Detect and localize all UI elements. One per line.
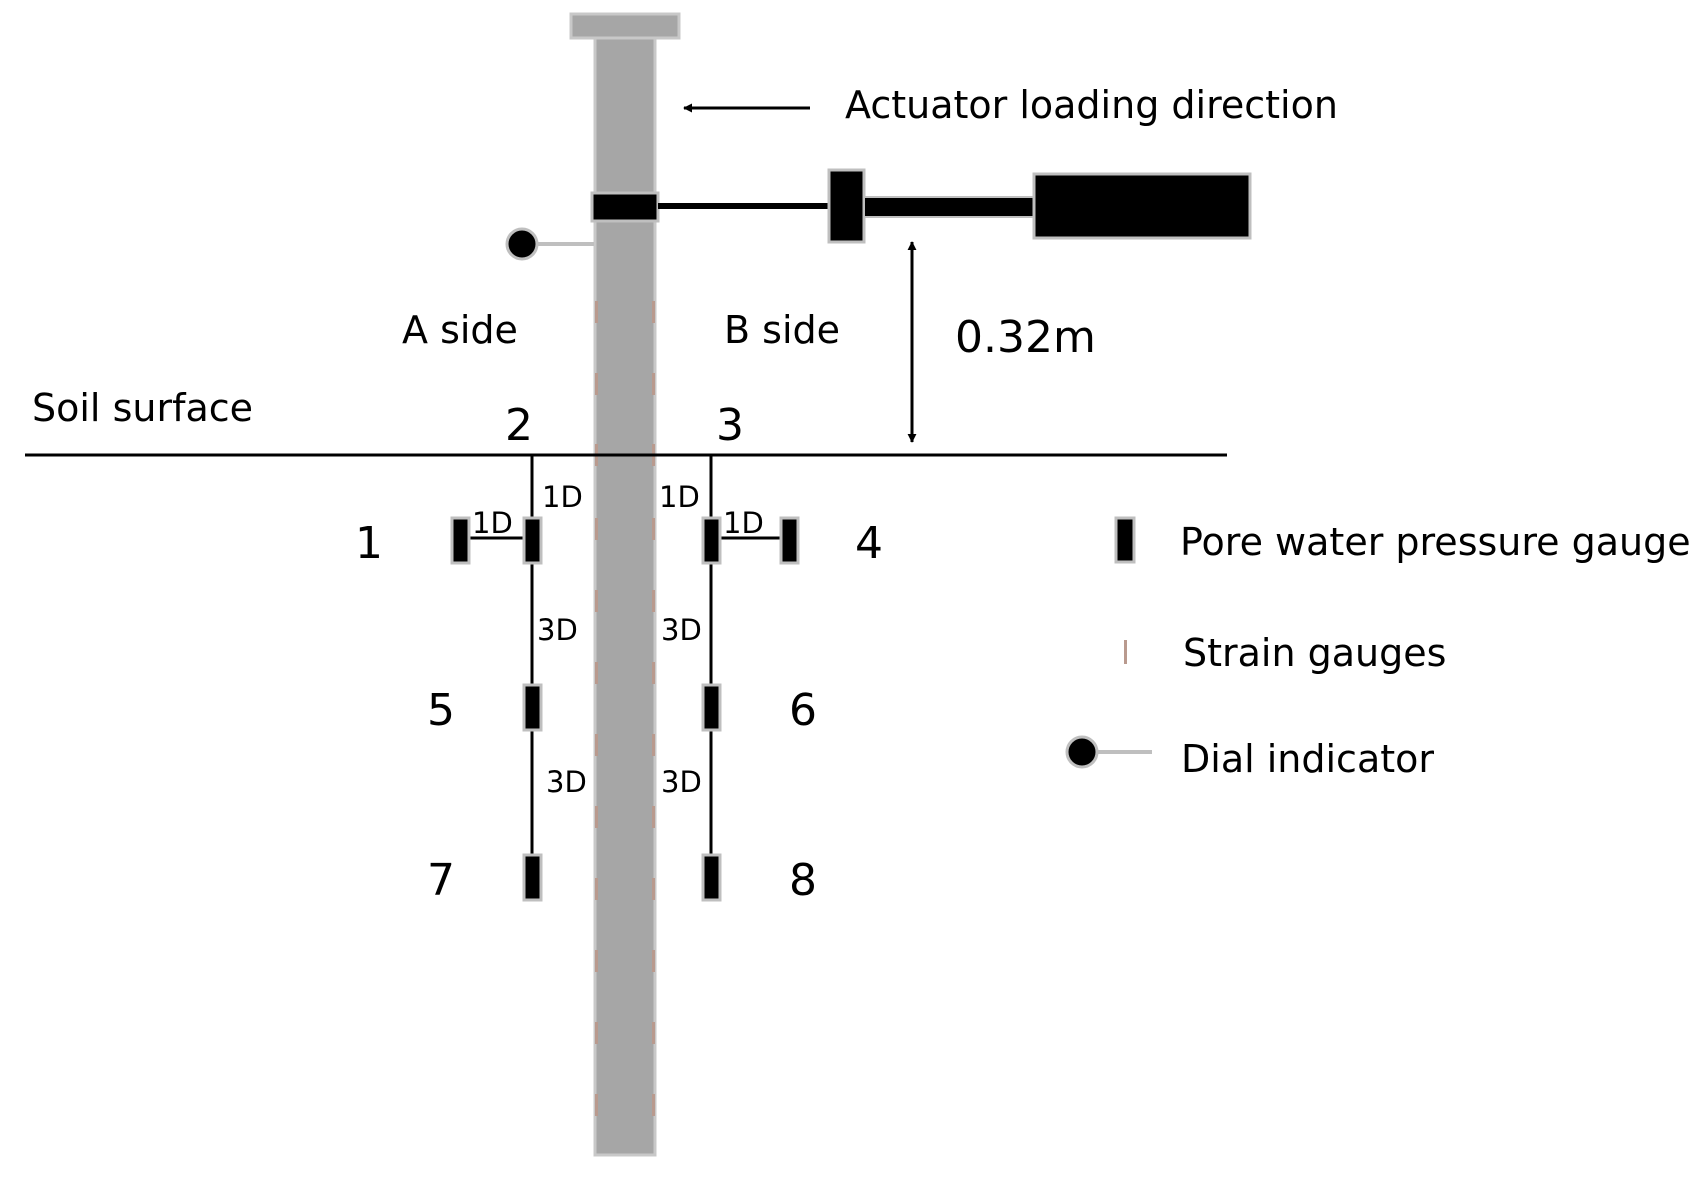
pore-pressure-gauge-3 xyxy=(701,516,722,565)
actuator-direction-label: Actuator loading direction xyxy=(845,83,1338,127)
legend-strain-gauge-label: Strain gauges xyxy=(1183,631,1446,675)
strain-gauge-mark-a-12 xyxy=(595,1094,598,1116)
strain-gauge-mark-b-4 xyxy=(652,518,655,540)
spacing-a-horizontal-1d: 1D xyxy=(472,506,513,540)
strain-gauge-mark-a-6 xyxy=(595,662,598,684)
legend: Pore water pressure gauge Strain gauges … xyxy=(1065,516,1691,781)
pore-pressure-gauge-8 xyxy=(701,853,722,902)
strain-gauge-mark-a-10 xyxy=(595,950,598,972)
gauge-number-3: 3 xyxy=(716,400,744,451)
spacing-b-3d-lower: 3D xyxy=(661,765,702,799)
gauge-number-7: 7 xyxy=(427,855,455,906)
pore-pressure-gauge-5 xyxy=(522,683,543,732)
strain-gauge-mark-a-2 xyxy=(595,373,598,395)
actuator-connector xyxy=(827,168,866,244)
pile-cap xyxy=(569,12,681,40)
strain-gauge-mark-a-1 xyxy=(595,301,598,323)
strain-gauge-mark-b-10 xyxy=(652,950,655,972)
gauge-number-2: 2 xyxy=(505,400,533,451)
gauge-number-4: 4 xyxy=(855,518,883,569)
gauge-numbers: 1 2 3 4 5 6 7 8 xyxy=(355,400,883,906)
gauge-number-5: 5 xyxy=(427,685,455,736)
pore-pressure-gauge-4 xyxy=(779,516,800,565)
pore-pressure-gauge-6 xyxy=(701,683,722,732)
a-side-label: A side xyxy=(402,308,518,352)
strain-gauge-mark-a-8 xyxy=(595,806,598,828)
actuator-assembly xyxy=(590,168,1252,244)
dial-indicator-head xyxy=(505,227,539,261)
actuator-rod-thick xyxy=(863,196,1035,218)
strain-gauge-mark-b-5 xyxy=(652,590,655,612)
gauge-number-1: 1 xyxy=(355,518,383,569)
strain-gauge-mark-b-6 xyxy=(652,662,655,684)
strain-gauge-mark-a-11 xyxy=(595,1022,598,1044)
strain-gauge-mark-a-5 xyxy=(595,590,598,612)
height-label: 0.32m xyxy=(955,312,1096,363)
spacing-labels: 1D 1D 1D 1D 3D 3D 3D 3D xyxy=(472,480,764,799)
dial-indicator xyxy=(505,227,594,261)
pore-pressure-gauges xyxy=(450,516,800,902)
strain-gauge-mark-b-7 xyxy=(652,734,655,756)
spacing-b-3d-upper: 3D xyxy=(661,613,702,647)
spacing-a-3d-upper: 3D xyxy=(537,613,578,647)
spacing-b-horizontal-1d: 1D xyxy=(723,506,764,540)
strain-gauge-mark-b-11 xyxy=(652,1022,655,1044)
pile-clamp xyxy=(590,191,660,223)
soil-surface-label: Soil surface xyxy=(32,386,253,430)
gauge-number-8: 8 xyxy=(789,855,817,906)
pore-pressure-gauge-7 xyxy=(522,853,543,902)
strain-gauge-mark-b-9 xyxy=(652,878,655,900)
spacing-b-vertical-1d: 1D xyxy=(659,480,700,514)
spacing-a-vertical-1d: 1D xyxy=(542,480,583,514)
strain-gauge-mark-a-9 xyxy=(595,878,598,900)
strain-gauge-mark-b-12 xyxy=(652,1094,655,1116)
actuator-body xyxy=(1032,172,1252,240)
legend-strain-gauge-symbol xyxy=(1124,640,1127,664)
strain-gauge-mark-b-2 xyxy=(652,373,655,395)
strain-gauge-mark-b-1 xyxy=(652,301,655,323)
pore-pressure-gauge-1 xyxy=(450,516,471,565)
b-side-label: B side xyxy=(724,308,840,352)
legend-pore-pressure-label: Pore water pressure gauge xyxy=(1180,520,1691,564)
pile xyxy=(569,12,681,1157)
pore-pressure-gauge-2 xyxy=(522,516,543,565)
spacing-a-3d-lower: 3D xyxy=(546,765,587,799)
legend-dial-indicator-icon xyxy=(1065,735,1099,769)
strain-gauge-mark-a-7 xyxy=(595,734,598,756)
legend-dial-indicator-label: Dial indicator xyxy=(1181,737,1434,781)
gauge-number-6: 6 xyxy=(789,685,817,736)
strain-gauge-mark-b-8 xyxy=(652,806,655,828)
legend-pore-pressure-symbol xyxy=(1114,516,1136,564)
strain-gauge-mark-a-4 xyxy=(595,518,598,540)
